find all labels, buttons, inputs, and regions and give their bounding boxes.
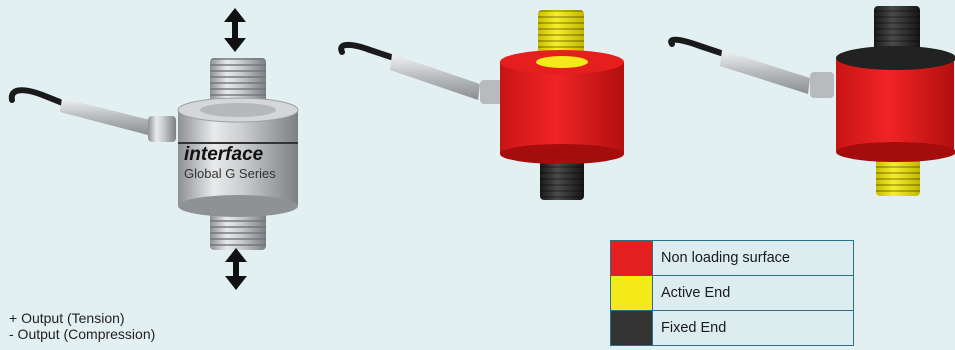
non-loading-body (500, 62, 624, 154)
output-notes: + Output (Tension) - Output (Compression… (9, 310, 155, 342)
fixed-end-swatch (611, 311, 653, 346)
compression-arrow-icon (225, 248, 247, 290)
non-loading-body (836, 58, 954, 152)
tension-output-note: + Output (Tension) (9, 310, 155, 326)
brand-logo: interface (184, 144, 264, 165)
cable-sleeve (390, 54, 480, 100)
cable-sleeve (60, 98, 150, 135)
cable-strain-relief (148, 116, 176, 142)
legend-row-active: Active End (611, 276, 854, 311)
fixed-end-diagram (660, 0, 955, 260)
active-end-swatch (611, 276, 653, 311)
tension-arrow-icon (224, 8, 246, 52)
legend-row-fixed: Fixed End (611, 311, 854, 346)
active-end-diagram (330, 0, 630, 260)
color-legend: Non loading surface Active End Fixed End (610, 240, 854, 346)
cable (341, 45, 400, 60)
legend-label: Active End (653, 276, 854, 311)
compression-output-note: - Output (Compression) (9, 326, 155, 342)
cable-sleeve (720, 50, 810, 94)
series-label: Global G Series (184, 166, 276, 181)
cable (671, 40, 730, 56)
load-cell-image: interface Global G Series (0, 0, 320, 300)
legend-row-non-loading: Non loading surface (611, 241, 854, 276)
legend-label: Non loading surface (653, 241, 854, 276)
non-loading-swatch (611, 241, 653, 276)
legend-label: Fixed End (653, 311, 854, 346)
